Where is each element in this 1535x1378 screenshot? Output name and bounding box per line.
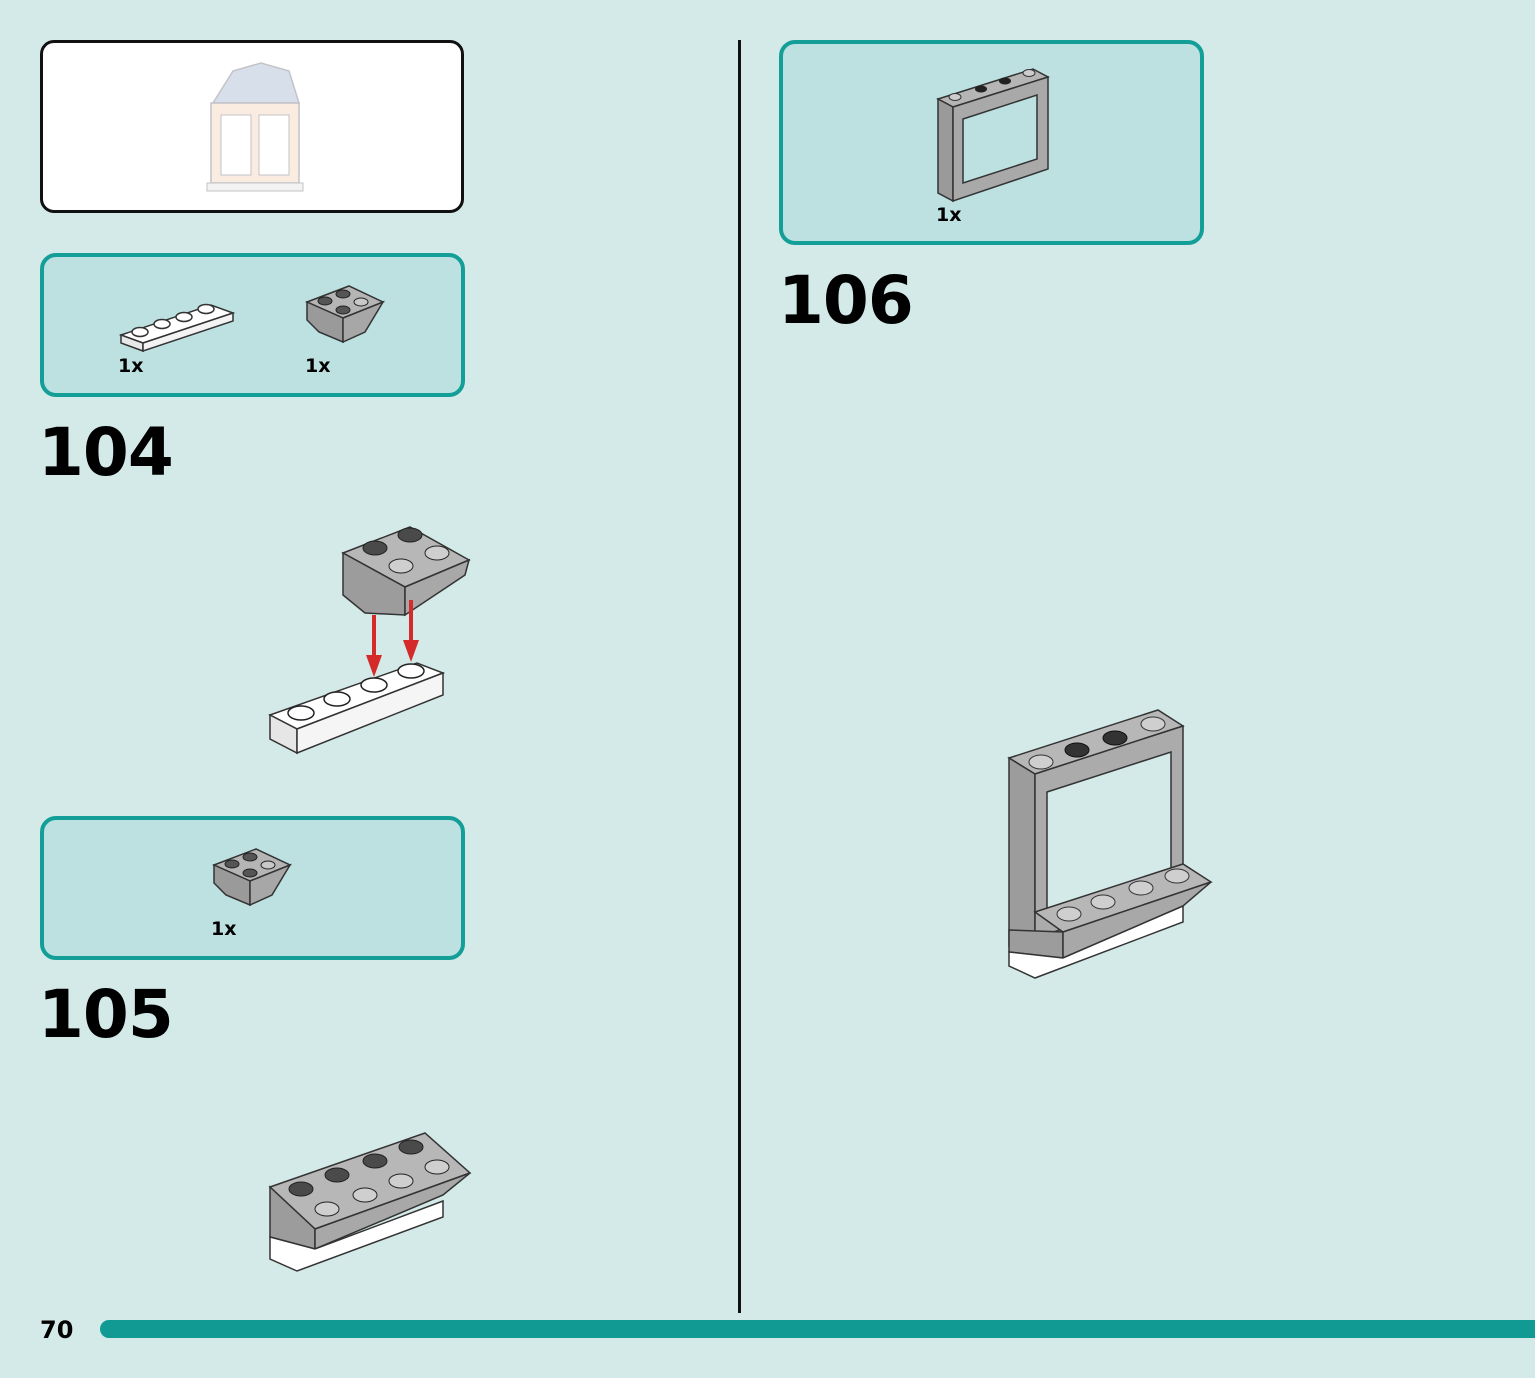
part-quantity: 1x — [211, 918, 237, 940]
preview-box — [40, 40, 464, 213]
page-progress-bar — [100, 1320, 1535, 1338]
parts-list-step-106: 1x — [779, 40, 1204, 245]
part-quantity: 1x — [936, 204, 962, 226]
column-divider — [738, 40, 741, 1313]
step-number: 106 — [778, 262, 914, 339]
page-number: 70 — [40, 1316, 74, 1344]
grey-window-frame-icon — [936, 68, 1050, 203]
parts-list-step-105: 1x — [40, 816, 465, 960]
window-assembly-preview-icon — [206, 62, 304, 192]
grey-inverted-slope-2x2-icon — [212, 848, 292, 907]
parts-list-step-104: 1x 1x — [40, 253, 465, 397]
part-quantity: 1x — [118, 355, 144, 377]
step-106-assembly-illustration — [1007, 709, 1213, 979]
part-quantity: 1x — [305, 355, 331, 377]
step-number: 105 — [38, 976, 174, 1053]
step-105-assembly-illustration — [268, 1132, 472, 1272]
grey-inverted-slope-2x2-icon — [305, 285, 385, 344]
step-104-assembly-illustration — [268, 526, 471, 755]
white-plate-1x4-icon — [118, 303, 236, 353]
step-number: 104 — [38, 414, 174, 491]
